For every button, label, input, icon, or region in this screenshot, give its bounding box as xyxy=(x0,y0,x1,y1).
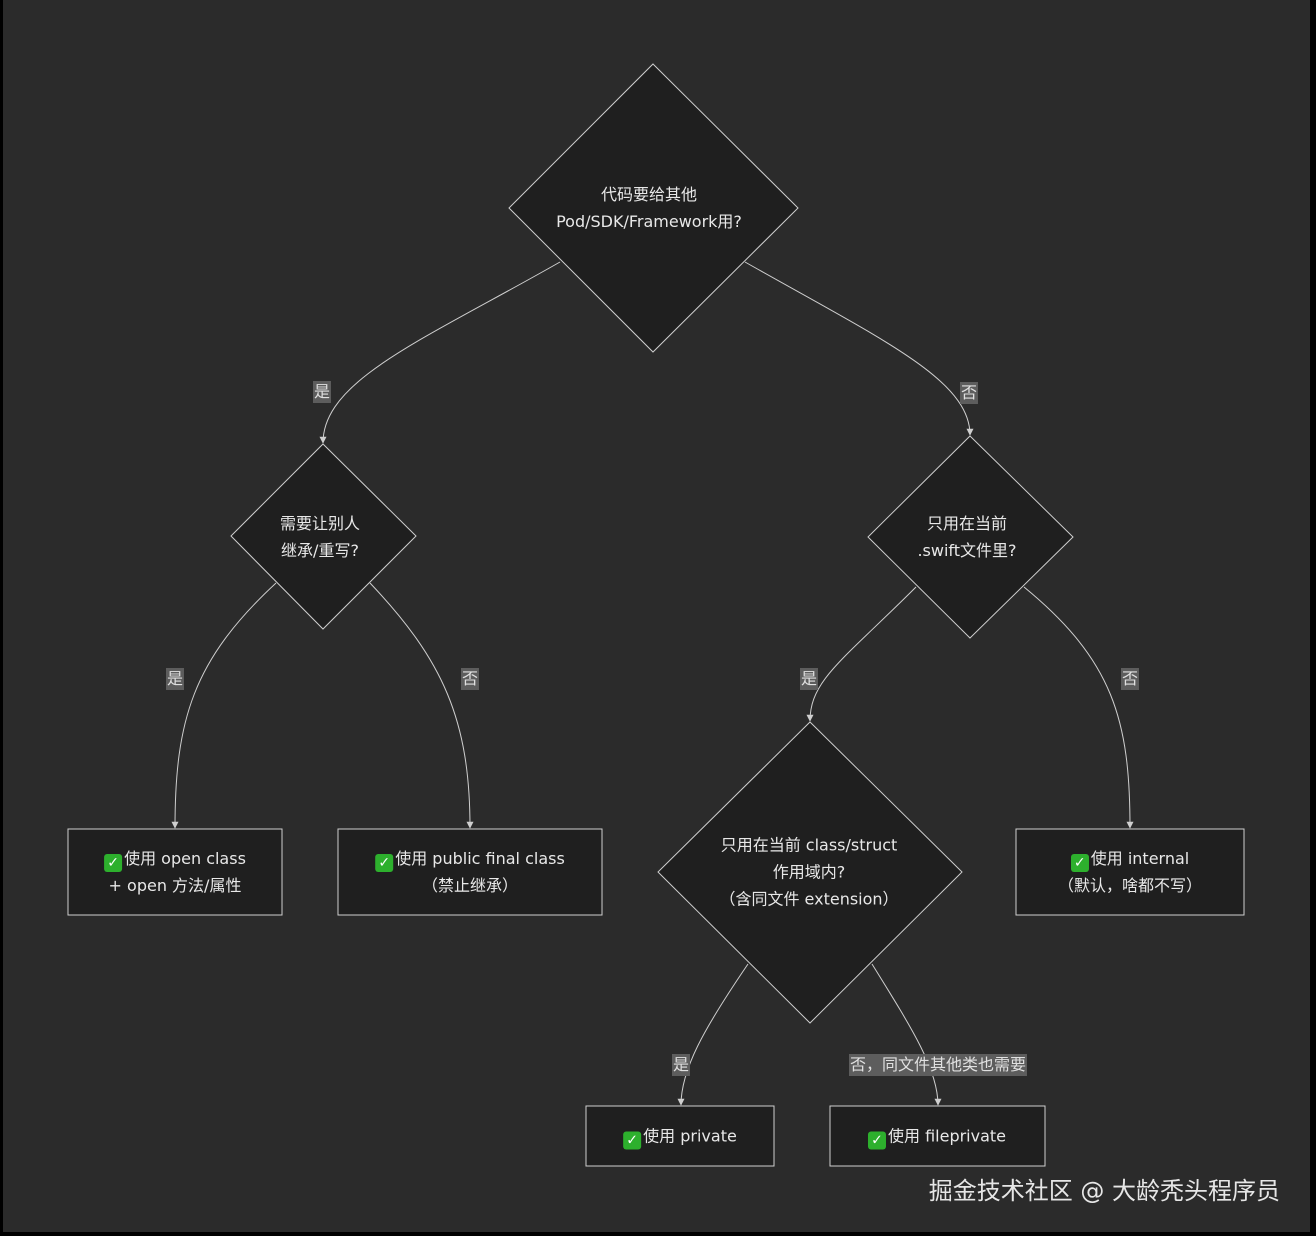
result-public-final-line1: 使用 public final class xyxy=(395,849,565,868)
check-icon: ✓ xyxy=(375,854,394,872)
decision-inherit: 需要让别人 继承/重写? xyxy=(280,510,360,564)
result-open-line2: + open 方法/属性 xyxy=(108,876,242,895)
decision-external-shape xyxy=(508,63,799,353)
result-open: ✓使用 open class + open 方法/属性 xyxy=(104,845,246,899)
edge-label-file-no: 否 xyxy=(1120,668,1140,690)
decision-external: 代码要给其他 Pod/SDK/Framework用? xyxy=(556,181,742,235)
decision-scope-line1: 只用在当前 class/struct xyxy=(720,835,898,855)
decision-external-line1: 代码要给其他 xyxy=(600,185,697,204)
decision-external-line2: Pod/SDK/Framework用? xyxy=(556,212,742,231)
check-icon: ✓ xyxy=(104,854,123,872)
decision-scope-shape xyxy=(657,721,963,1024)
result-fileprivate-shape xyxy=(829,1105,1046,1167)
result-private-line1: 使用 private xyxy=(643,1126,737,1146)
decision-inherit-line1: 需要让别人 xyxy=(279,514,361,533)
edge-inherit-no xyxy=(369,582,474,829)
decision-inherit-line2: 继承/重写? xyxy=(281,541,359,560)
result-internal-line2: （默认，啥都不写） xyxy=(1057,876,1203,895)
edge-file-yes xyxy=(806,586,917,722)
result-fileprivate: ✓使用 fileprivate xyxy=(867,1123,1007,1150)
edge-label-scope-no: 否，同文件其他类也需要 xyxy=(848,1054,1028,1076)
decision-scope-line2: 作用域内? xyxy=(772,862,846,882)
result-internal-shape xyxy=(1015,828,1245,916)
decision-file-line2: .swift文件里? xyxy=(917,541,1017,560)
check-icon: ✓ xyxy=(623,1131,642,1150)
result-public-final-shape xyxy=(337,828,603,916)
edge-external-no xyxy=(744,261,974,436)
edge-scope-yes xyxy=(677,963,749,1106)
result-public-final-line2: （禁止继承） xyxy=(421,876,518,895)
edge-label-file-yes: 是 xyxy=(799,668,819,690)
check-icon: ✓ xyxy=(1070,854,1089,872)
diagram-edges xyxy=(67,63,1245,1167)
decision-file: 只用在当前 .swift文件里? xyxy=(917,510,1016,564)
edge-inherit-yes xyxy=(171,582,277,829)
decision-inherit-shape xyxy=(230,443,417,630)
result-open-line1: 使用 open class xyxy=(124,849,246,868)
diagram-canvas: 代码要给其他 Pod/SDK/Framework用? 需要让别人 继承/重写? … xyxy=(3,0,1310,1232)
result-internal: ✓使用 internal （默认，啥都不写） xyxy=(1058,845,1202,899)
edge-scope-no xyxy=(871,963,942,1106)
edge-label-inherit-yes: 是 xyxy=(165,668,185,690)
decision-file-line1: 只用在当前 xyxy=(926,514,1008,533)
edge-label-external-yes: 是 xyxy=(312,381,332,403)
decision-scope-line3: （含同文件 extension） xyxy=(719,889,899,909)
edge-label-inherit-no: 否 xyxy=(460,668,480,690)
result-internal-line1: 使用 internal xyxy=(1090,849,1190,868)
edge-external-yes xyxy=(319,261,561,444)
result-private: ✓使用 private xyxy=(623,1123,737,1150)
check-icon: ✓ xyxy=(867,1131,886,1150)
result-public-final: ✓使用 public final class （禁止继承） xyxy=(375,845,565,899)
result-open-shape xyxy=(67,828,283,916)
edge-file-no xyxy=(1023,586,1134,829)
decision-scope: 只用在当前 class/struct 作用域内? （含同文件 extension… xyxy=(719,832,898,913)
result-fileprivate-line1: 使用 fileprivate xyxy=(887,1126,1007,1146)
decision-file-shape xyxy=(867,435,1074,639)
watermark: 掘金技术社区 @ 大龄秃头程序员 xyxy=(928,1177,1280,1205)
result-private-shape xyxy=(585,1105,775,1167)
edge-label-external-no: 否 xyxy=(959,382,979,404)
edge-label-scope-yes: 是 xyxy=(671,1054,691,1076)
